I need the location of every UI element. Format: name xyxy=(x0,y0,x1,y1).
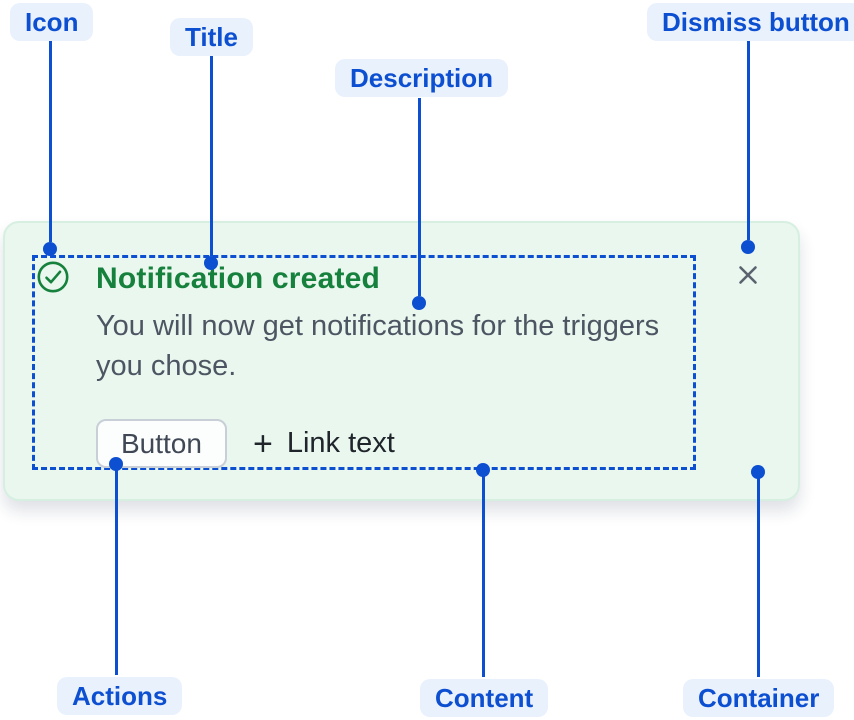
callout-line-actions xyxy=(115,469,118,675)
success-check-circle-icon xyxy=(36,260,70,294)
callout-dot-dismiss-button xyxy=(741,240,755,254)
callout-dot-description xyxy=(412,296,426,310)
callout-dot-icon xyxy=(43,242,57,256)
callout-label-description: Description xyxy=(335,59,509,97)
description-line-1: You will now get notifications for the t… xyxy=(96,310,660,342)
callout-label-icon: Icon xyxy=(10,3,94,41)
link-text[interactable]: Link text xyxy=(286,427,395,459)
callout-label-content: Content xyxy=(420,679,549,717)
callout-line-content xyxy=(482,475,485,677)
callout-label-container: Container xyxy=(683,679,835,717)
callout-dot-title xyxy=(204,256,218,270)
notification-actions: Button + Link text xyxy=(96,419,395,468)
dismiss-button[interactable] xyxy=(731,259,765,293)
callout-line-icon xyxy=(49,41,52,242)
callout-line-container xyxy=(757,477,760,677)
content-outline xyxy=(32,255,696,470)
callout-dot-container xyxy=(751,465,765,479)
callout-line-dismiss-button xyxy=(747,41,750,240)
close-icon xyxy=(733,260,763,293)
notification-description: You will now get notifications for the t… xyxy=(96,306,716,386)
callout-line-description xyxy=(418,98,421,296)
callout-label-dismiss-button: Dismiss button xyxy=(647,3,854,41)
description-line-2: you chose. xyxy=(96,350,237,382)
callout-line-title xyxy=(210,56,213,256)
callout-dot-content xyxy=(476,463,490,477)
notification-title: Notification created xyxy=(96,262,381,295)
callout-dot-actions xyxy=(109,457,123,471)
callout-label-title: Title xyxy=(170,18,253,56)
callout-label-actions: Actions xyxy=(57,677,183,715)
plus-icon: + xyxy=(252,424,273,463)
